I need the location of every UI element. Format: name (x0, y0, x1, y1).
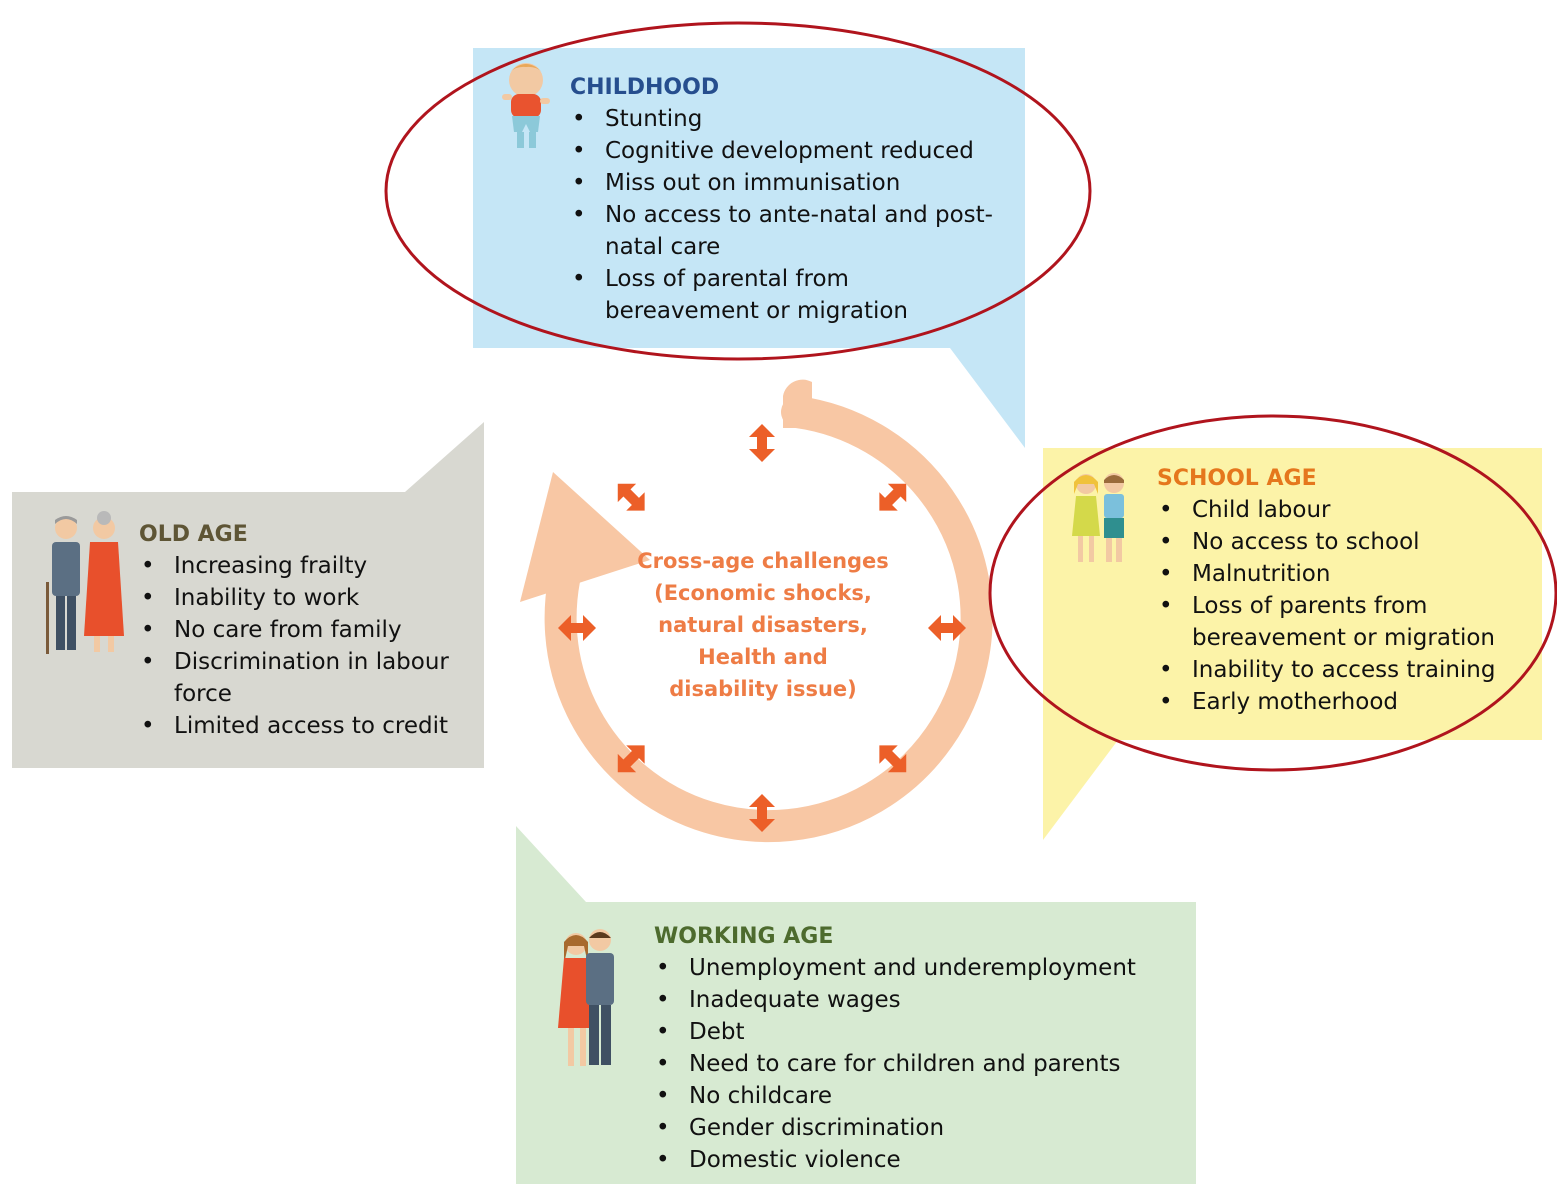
school-age-title: SCHOOL AGE (1157, 466, 1317, 491)
list-item: Limited access to credit (139, 710, 474, 742)
childhood-title: CHILDHOOD (570, 75, 720, 100)
arrow-top-right-icon (879, 483, 907, 511)
list-item: Unemployment and underemployment (654, 952, 1184, 984)
cycle-ring (544, 396, 993, 843)
list-item: No access to ante-natal and post-natal c… (570, 199, 1010, 263)
list-item: Miss out on immunisation (570, 167, 1010, 199)
childhood-highlight-ellipse (384, 21, 1092, 361)
arrow-bottom-icon (749, 794, 775, 832)
list-item: Gender discrimination (654, 1112, 1184, 1144)
list-item: Malnutrition (1157, 558, 1537, 590)
list-item: Child labour (1157, 494, 1537, 526)
elderly-couple-icon (46, 511, 124, 654)
cycle-ring-cap (783, 379, 812, 428)
list-item: Need to care for children and parents (654, 1048, 1184, 1080)
center-line: Cross-age challenges (637, 549, 889, 573)
cross-age-challenges-text: Cross-age challenges (Economic shocks, n… (598, 545, 928, 705)
list-item: Debt (654, 1016, 1184, 1048)
list-item: Inability to access training (1157, 654, 1537, 686)
list-item: No care from family (139, 614, 474, 646)
arrow-right-icon (928, 615, 966, 641)
working-age-title: WORKING AGE (654, 924, 834, 949)
school-age-highlight-ellipse (988, 414, 1557, 772)
list-item: Inability to work (139, 582, 474, 614)
list-item: Loss of parental from bereavement or mig… (570, 263, 1010, 327)
list-item: Cognitive development reduced (570, 135, 1010, 167)
childhood-list: StuntingCognitive development reducedMis… (570, 103, 1010, 327)
list-item: Discrimination in labour force (139, 646, 474, 710)
center-line: natural disasters, (658, 613, 868, 637)
center-line: Health and (698, 645, 828, 669)
list-item: Increasing frailty (139, 550, 474, 582)
baby-icon (502, 63, 550, 148)
children-icon (1072, 473, 1124, 562)
list-item: Stunting (570, 103, 1010, 135)
arrow-bottom-right-icon (879, 745, 907, 773)
list-item: No childcare (654, 1080, 1184, 1112)
list-item: Loss of parents from bereavement or migr… (1157, 590, 1537, 654)
list-item: Inadequate wages (654, 984, 1184, 1016)
school-age-list: Child labourNo access to schoolMalnutrit… (1157, 494, 1537, 718)
list-item: Domestic violence (654, 1144, 1184, 1176)
adult-couple-icon (558, 929, 614, 1066)
arrow-bottom-left-icon (617, 745, 645, 773)
old-age-title: OLD AGE (139, 522, 248, 547)
old-age-list: Increasing frailtyInability to workNo ca… (139, 550, 474, 742)
center-line: disability issue) (669, 677, 857, 701)
list-item: No access to school (1157, 526, 1537, 558)
cycle-arrowhead (520, 472, 650, 602)
arrow-left-icon (558, 615, 596, 641)
working-age-list: Unemployment and underemploymentInadequa… (654, 952, 1184, 1176)
center-line: (Economic shocks, (654, 581, 872, 605)
list-item: Early motherhood (1157, 686, 1537, 718)
arrow-top-icon (749, 424, 775, 462)
arrow-top-left-icon (617, 483, 645, 511)
